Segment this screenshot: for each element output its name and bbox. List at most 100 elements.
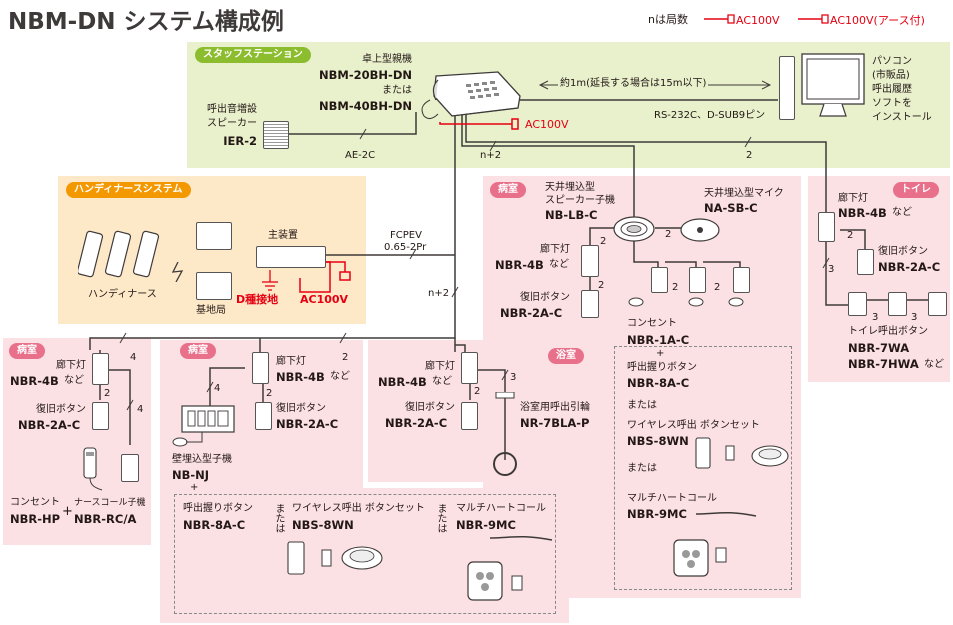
master-ac100v: AC100V xyxy=(525,118,569,131)
ceiling-speaker-model: NB-LB-C xyxy=(545,208,598,222)
legend-ac100v-earth: AC100V(アース付) xyxy=(830,14,925,27)
toilet-call-model-1: NBR-7WA xyxy=(848,341,910,355)
ceiling-plus: + xyxy=(656,348,665,359)
toilet-corridor-label: 廊下灯 xyxy=(838,193,868,204)
bath-pull-ring-icon xyxy=(493,392,517,476)
mid-wireless-label: ワイヤレス呼出 ボタンセット xyxy=(292,503,425,514)
room-ceiling-tag: 病室 xyxy=(490,182,526,198)
mid-plus: + xyxy=(190,482,199,493)
left-reset-label: 復旧ボタン xyxy=(36,404,86,415)
left-corridor-label: 廊下灯 xyxy=(56,360,86,371)
ceiling-wireless-label: ワイヤレス呼出 ボタンセット xyxy=(627,420,760,431)
bath-reset-model: NBR-2A-C xyxy=(385,416,448,430)
bath-reset-button-icon xyxy=(461,402,478,430)
toilet-tag: トイレ xyxy=(893,182,939,198)
toilet-call-button-2-icon xyxy=(888,292,907,316)
ceiling-two-3: 2 xyxy=(672,282,679,293)
left-corridor-nado: など xyxy=(64,375,84,386)
ceiling-options-dashed-box xyxy=(614,346,792,590)
ceiling-corridor-label: 廊下灯 xyxy=(540,244,570,255)
toilet-call-button-1-icon xyxy=(848,292,867,316)
plug-icon xyxy=(704,14,735,24)
mid-or-1: または xyxy=(273,503,284,533)
ceiling-multi-label: マルチハートコール xyxy=(627,493,717,504)
ceiling-wireless-model: NBS-8WN xyxy=(627,434,689,448)
staff-n2-label: n+2 xyxy=(480,150,502,161)
signal-icon xyxy=(171,262,184,282)
pc-label-4: ソフトを xyxy=(872,98,912,109)
plug-earth-icon xyxy=(798,14,829,24)
left-nurse-call-handset-icon xyxy=(83,447,103,491)
bath-pull-label: 浴室用呼出引輪 xyxy=(520,402,590,413)
base-station-2-icon xyxy=(196,272,232,300)
bath-three: 3 xyxy=(510,372,517,383)
left-two: 2 xyxy=(104,388,111,399)
ceiling-reset-model: NBR-2A-C xyxy=(500,306,563,320)
pc-label-5: インストール xyxy=(872,112,932,123)
fcpev-label-2: 0.65-2Pr xyxy=(384,242,427,253)
base-station-1-icon xyxy=(196,222,232,250)
left-outlet-label: コンセント xyxy=(10,497,60,508)
bath-reset-label: 復旧ボタン xyxy=(405,402,455,413)
mid-wall-unit-icon xyxy=(172,405,235,447)
bath-corridor-label: 廊下灯 xyxy=(425,361,455,372)
pc-label-1: パソコン xyxy=(872,56,912,67)
toilet-call-nado: など xyxy=(924,359,944,370)
ceiling-reset-button-icon xyxy=(581,290,599,318)
pc-tower-icon xyxy=(779,56,795,120)
handy-n2-label: n+2 xyxy=(428,288,450,299)
toilet-two: 2 xyxy=(847,230,854,241)
ceiling-wireless-set-icon xyxy=(695,437,789,469)
ceiling-grip-cord-icon xyxy=(628,297,744,307)
mid-corridor-lamp-icon xyxy=(252,352,269,384)
earth-label: D種接地 xyxy=(236,293,279,306)
ceiling-outlet-label: コンセント xyxy=(627,318,677,329)
ceiling-speaker-label-1: 天井埋込型 xyxy=(545,182,595,193)
main-unit-label: 主装置 xyxy=(268,230,298,241)
speaker-label-1: 呼出音増設 xyxy=(207,104,257,115)
bath-corridor-lamp-icon xyxy=(461,352,478,384)
ceiling-grip-label: 呼出握りボタン xyxy=(627,362,697,373)
mid-four: 4 xyxy=(214,383,221,394)
left-four-1: 4 xyxy=(130,352,137,363)
left-reset-model: NBR-2A-C xyxy=(18,418,81,432)
toilet-reset-button-icon xyxy=(857,249,874,275)
master-model-20: NBM-20BH-DN xyxy=(319,68,412,82)
left-outlet-icon xyxy=(121,454,139,482)
ceiling-grip-model: NBR-8A-C xyxy=(627,376,690,390)
handy-nurse-phones-icon xyxy=(78,230,160,278)
ceiling-outlet-1-icon xyxy=(651,267,668,293)
ceiling-outlet-model: NBR-1A-C xyxy=(627,333,690,347)
left-corridor-lamp-icon xyxy=(92,353,109,385)
ceiling-multi-call-icon xyxy=(673,511,757,577)
handy-ac100v: AC100V xyxy=(300,293,349,306)
ceiling-speaker-label-2: スピーカー子機 xyxy=(545,195,615,206)
handy-system-tag: ハンディナースシステム xyxy=(66,182,191,198)
ceiling-corridor-nado: など xyxy=(549,259,569,270)
ceiling-two-1: 2 xyxy=(600,236,607,247)
mid-options-dashed-box xyxy=(174,494,556,614)
mid-reset-button-icon xyxy=(255,402,272,430)
ceiling-speaker-icon xyxy=(613,216,655,242)
left-nurse-call-model: NBR-RC/A xyxy=(74,512,137,526)
room-left-tag: 病室 xyxy=(9,343,45,359)
mid-reset-label: 復旧ボタン xyxy=(276,403,326,414)
master-or: または xyxy=(382,85,412,96)
pc-label-2: (市販品) xyxy=(872,70,910,81)
ae2c-label: AE-2C xyxy=(345,150,376,161)
handy-nurse-label: ハンディナース xyxy=(88,289,157,300)
toilet-area xyxy=(808,176,950,382)
toilet-reset-model: NBR-2A-C xyxy=(878,260,941,274)
ceiling-two-2: 2 xyxy=(598,280,605,291)
page-title: NBM-DN システム構成例 xyxy=(8,9,284,35)
left-nurse-call-label: ナースコール子機 xyxy=(74,498,146,508)
main-unit-icon xyxy=(256,246,326,268)
toilet-three-3: 3 xyxy=(911,312,918,323)
ceiling-mic-icon xyxy=(680,218,720,242)
toilet-three-1: 3 xyxy=(828,264,835,275)
ceiling-outlet-2-icon xyxy=(689,267,706,293)
left-plus: + xyxy=(62,504,73,519)
rs232c-label: RS-232C、D-SUB9ピン xyxy=(654,110,766,121)
toilet-reset-label: 復旧ボタン xyxy=(878,246,928,257)
